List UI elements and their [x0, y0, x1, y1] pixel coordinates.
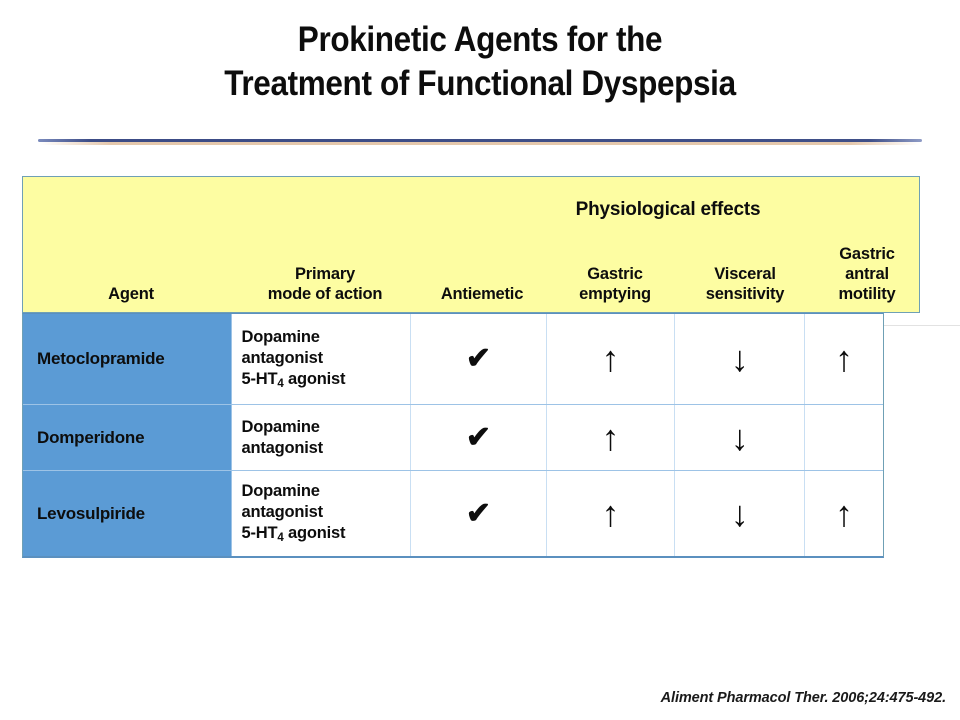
arrow-up-icon: ↑: [601, 416, 620, 458]
column-header-agent: Agent: [27, 284, 235, 304]
cell-agent: Metoclopramide: [23, 314, 231, 404]
cell-agent: Domperidone: [23, 405, 231, 470]
page-title: Prokinetic Agents for the Treatment of F…: [0, 18, 960, 106]
cell-visceral-sensitivity: ↓: [674, 314, 804, 404]
mode-line-2: antagonist: [241, 348, 324, 367]
column-header-visceral-line-2: sensitivity: [705, 285, 785, 303]
column-header-antral-line-2: antral: [845, 265, 889, 283]
source-citation: Aliment Pharmacol Ther. 2006;24:475-492.: [660, 690, 946, 706]
title-divider: [38, 138, 922, 145]
cell-visceral-sensitivity: ↓: [674, 471, 804, 556]
arrow-down-icon: ↓: [730, 416, 749, 458]
column-header-antiemetic-label: Antiemetic: [440, 285, 524, 303]
table-body: Metoclopramide Dopamine antagonist 5-HT4…: [22, 313, 884, 558]
mode-line-3: 5-HT4 agonist: [241, 369, 346, 390]
column-header-primary-mode-of-action: Primary mode of action: [237, 264, 413, 304]
mode-line-2: antagonist: [241, 503, 324, 521]
column-header-gastric-emptying: Gastric emptying: [551, 264, 679, 304]
table-header-inner: Physiological effects Agent Primary mode…: [25, 179, 917, 312]
cell-gastric-antral-motility: ↑: [804, 471, 883, 556]
mode-line-2: antagonist: [241, 438, 324, 457]
column-header-emptying-line-1: Gastric: [587, 265, 643, 283]
mode-line-1: Dopamine: [241, 417, 320, 436]
mode-line-1: Dopamine: [241, 327, 320, 346]
check-icon: ✔: [465, 496, 492, 530]
column-header-emptying-line-2: emptying: [579, 285, 651, 303]
column-header-mode-line-2: mode of action: [267, 285, 383, 303]
column-header-antral-line-1: Gastric: [839, 245, 895, 263]
table-row: Metoclopramide Dopamine antagonist 5-HT4…: [23, 314, 883, 404]
cell-gastric-emptying: ↑: [545, 314, 675, 404]
arrow-up-icon: ↑: [601, 338, 620, 379]
table-header: Physiological effects Agent Primary mode…: [22, 176, 920, 313]
column-header-agent-label: Agent: [108, 285, 154, 303]
cell-visceral-sensitivity: ↓: [674, 405, 804, 470]
mode-line-3: 5-HT4 agonist: [241, 524, 346, 544]
table-row: Domperidone Dopamine antagonist ✔ ↑ ↓: [23, 404, 883, 470]
check-icon: ✔: [465, 342, 492, 375]
column-header-antiemetic: Antiemetic: [415, 284, 549, 304]
table-row: Levosulpiride Dopamine antagonist 5-HT4 …: [23, 470, 883, 556]
column-header-gastric-antral-motility: Gastric antral motility: [811, 244, 923, 304]
cell-primary-mode-of-action: Dopamine antagonist 5-HT4 agonist: [230, 314, 411, 404]
column-header-visceral-line-1: Visceral: [714, 265, 776, 283]
column-header-antral-line-3: motility: [838, 285, 896, 303]
cell-gastric-antral-motility: ↑: [804, 314, 883, 404]
mode-line-1: Dopamine: [241, 482, 320, 500]
arrow-up-icon: ↑: [835, 492, 854, 534]
arrow-up-icon: ↑: [835, 338, 854, 379]
cell-agent: Levosulpiride: [23, 471, 231, 556]
arrow-down-icon: ↓: [730, 338, 749, 379]
cell-antiemetic: ✔: [410, 471, 546, 556]
divider-rule: [38, 139, 922, 142]
cell-antiemetic: ✔: [410, 314, 546, 404]
cell-antiemetic: ✔: [410, 405, 546, 470]
column-header-visceral-sensitivity: Visceral sensitivity: [681, 264, 809, 304]
check-icon: ✔: [465, 420, 492, 454]
cell-primary-mode-of-action: Dopamine antagonist: [230, 405, 411, 470]
arrow-up-icon: ↑: [601, 492, 620, 534]
cell-primary-mode-of-action: Dopamine antagonist 5-HT4 agonist: [230, 471, 411, 556]
cell-gastric-emptying: ↑: [545, 405, 675, 470]
cell-gastric-antral-motility: [804, 405, 883, 470]
prokinetic-agents-table: Physiological effects Agent Primary mode…: [22, 176, 960, 558]
page-title-line-2: Treatment of Functional Dyspepsia: [224, 64, 736, 103]
cell-gastric-emptying: ↑: [545, 471, 675, 556]
arrow-down-icon: ↓: [730, 492, 749, 534]
divider-shadow: [40, 142, 920, 145]
page-title-line-1: Prokinetic Agents for the: [297, 20, 663, 59]
column-group-physiological-effects: Physiological effects: [575, 199, 761, 220]
column-header-mode-line-1: Primary: [294, 265, 356, 283]
